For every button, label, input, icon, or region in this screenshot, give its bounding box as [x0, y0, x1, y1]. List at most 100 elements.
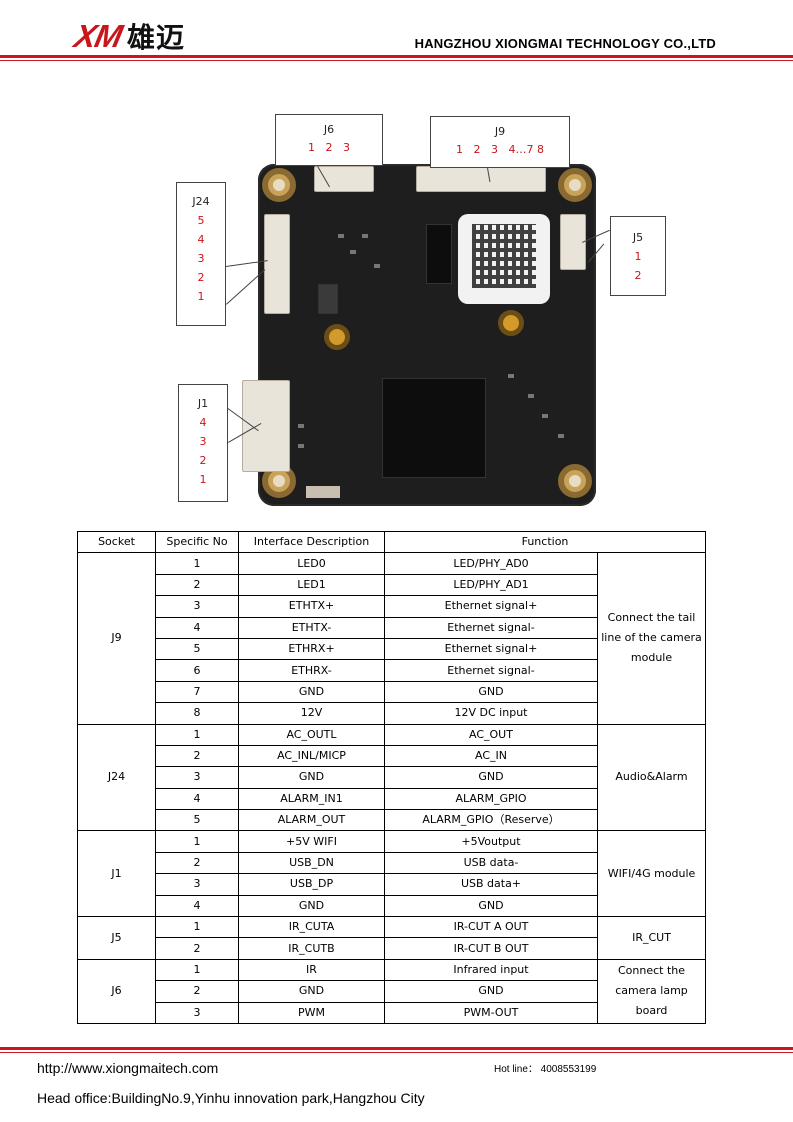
table-row: J9 1 LED0 LED/PHY_AD0 Connect the tail l…	[77, 552, 707, 725]
socket-cell: J9	[77, 552, 156, 725]
interface-desc: USB_DP	[238, 873, 385, 896]
pin-no: 1	[155, 552, 239, 575]
mount-hole	[558, 464, 592, 498]
pin-no: 4	[155, 787, 239, 811]
soc-chip	[382, 378, 486, 478]
interface-desc: IR	[238, 958, 385, 982]
label-j5: J5 1 2	[610, 216, 666, 296]
interface-desc: GND	[238, 894, 385, 918]
function-desc: +5Voutput	[384, 830, 598, 853]
function-desc: GND	[384, 766, 598, 789]
function-desc: GND	[384, 680, 598, 704]
interface-desc: IR_CUTB	[238, 937, 385, 960]
function-desc: Ethernet signal-	[384, 659, 598, 682]
label-j5-title: J5	[632, 231, 644, 244]
company-name: HANGZHOU XIONGMAI TECHNOLOGY CO.,LTD	[414, 36, 716, 51]
label-j1-pin: 2	[199, 454, 207, 467]
interface-desc: LED0	[238, 552, 385, 575]
connector-j5-image	[560, 214, 586, 270]
label-j9-title: J9	[494, 125, 506, 138]
function-desc: Infrared input	[384, 958, 598, 982]
label-j6: J6 1 2 3	[275, 114, 383, 166]
header-rule-thin	[0, 60, 793, 61]
pin-no: 1	[155, 958, 239, 982]
col-header-socket: Socket	[77, 530, 156, 554]
website-url[interactable]: http://www.xiongmaitech.com	[37, 1060, 219, 1076]
pin-no: 4	[155, 894, 239, 918]
footer-rule-thin	[0, 1052, 793, 1053]
pin-no: 2	[155, 937, 239, 960]
function-desc: ALARM_GPIO（Reserve）	[384, 809, 598, 832]
function-group: Audio&Alarm	[596, 723, 707, 832]
label-j5-pin: 1	[634, 250, 642, 263]
function-desc: GND	[384, 894, 598, 918]
function-desc: ALARM_GPIO	[384, 787, 598, 811]
interface-desc: ETHRX+	[238, 637, 385, 661]
head-office-address: Head office:BuildingNo.9,Yinhu innovatio…	[37, 1090, 425, 1106]
pin-no: 2	[155, 744, 239, 768]
label-j6-title: J6	[323, 123, 335, 136]
interface-desc: GND	[238, 680, 385, 704]
interface-desc: GND	[238, 766, 385, 789]
pin-no: 3	[155, 873, 239, 896]
pin-no: 1	[155, 723, 239, 746]
function-group: Connect the tail line of the camera modu…	[596, 552, 707, 725]
function-group: WIFI/4G module	[596, 830, 707, 918]
label-j24-pin: 1	[197, 290, 205, 303]
label-j24-pin: 2	[197, 271, 205, 284]
label-j9-pins: 1 2 3 4…7 8	[456, 143, 544, 156]
pin-no: 3	[155, 1001, 239, 1024]
interface-desc: AC_INL/MICP	[238, 744, 385, 768]
pin-no: 3	[155, 595, 239, 618]
function-desc: AC_OUT	[384, 723, 598, 746]
table-row: J6 1 IR Infrared input Connect the camer…	[77, 958, 707, 1024]
inductor	[426, 224, 452, 284]
function-desc: AC_IN	[384, 744, 598, 768]
col-header-function: Function	[383, 530, 707, 554]
pin-no: 2	[155, 851, 239, 875]
component	[318, 284, 338, 314]
test-pads	[306, 486, 340, 498]
qr-label	[458, 214, 550, 304]
pin-no: 4	[155, 616, 239, 639]
interface-desc: ETHTX-	[238, 616, 385, 639]
connector-j1-image	[242, 380, 290, 472]
function-desc: Ethernet signal+	[384, 637, 598, 661]
label-j24-pin: 5	[197, 214, 205, 227]
pin-definition-table: Socket Specific No Interface Description…	[77, 530, 707, 1024]
table-row: J1 1 +5V WIFI +5Voutput WIFI/4G module	[77, 830, 707, 918]
col-header-specific-no: Specific No	[155, 530, 239, 554]
pin-no: 7	[155, 680, 239, 704]
function-desc: USB data+	[384, 873, 598, 896]
interface-desc: ETHTX+	[238, 595, 385, 618]
socket-cell: J24	[77, 723, 156, 832]
table-row: J5 1 IR_CUTA IR-CUT A OUT IR_CUT	[77, 916, 707, 960]
function-desc: 12V DC input	[384, 702, 598, 725]
interface-desc: PWM	[238, 1001, 385, 1024]
interface-desc: +5V WIFI	[238, 830, 385, 853]
label-j1-pin: 4	[199, 416, 207, 429]
connector-j6-image	[314, 166, 374, 192]
connector-j24-image	[264, 214, 290, 314]
pin-no: 1	[155, 830, 239, 853]
logo-chinese: 雄迈	[127, 21, 186, 54]
label-j1: J1 4 3 2 1	[178, 384, 228, 502]
interface-desc: ALARM_IN1	[238, 787, 385, 811]
function-desc: IR-CUT A OUT	[384, 916, 598, 939]
pin-no: 8	[155, 702, 239, 725]
function-desc: GND	[384, 980, 598, 1003]
label-j1-pin: 3	[199, 435, 207, 448]
interface-desc: AC_OUTL	[238, 723, 385, 746]
function-desc: LED/PHY_AD1	[384, 573, 598, 597]
pin-no: 6	[155, 659, 239, 682]
function-desc: LED/PHY_AD0	[384, 552, 598, 575]
interface-desc: USB_DN	[238, 851, 385, 875]
